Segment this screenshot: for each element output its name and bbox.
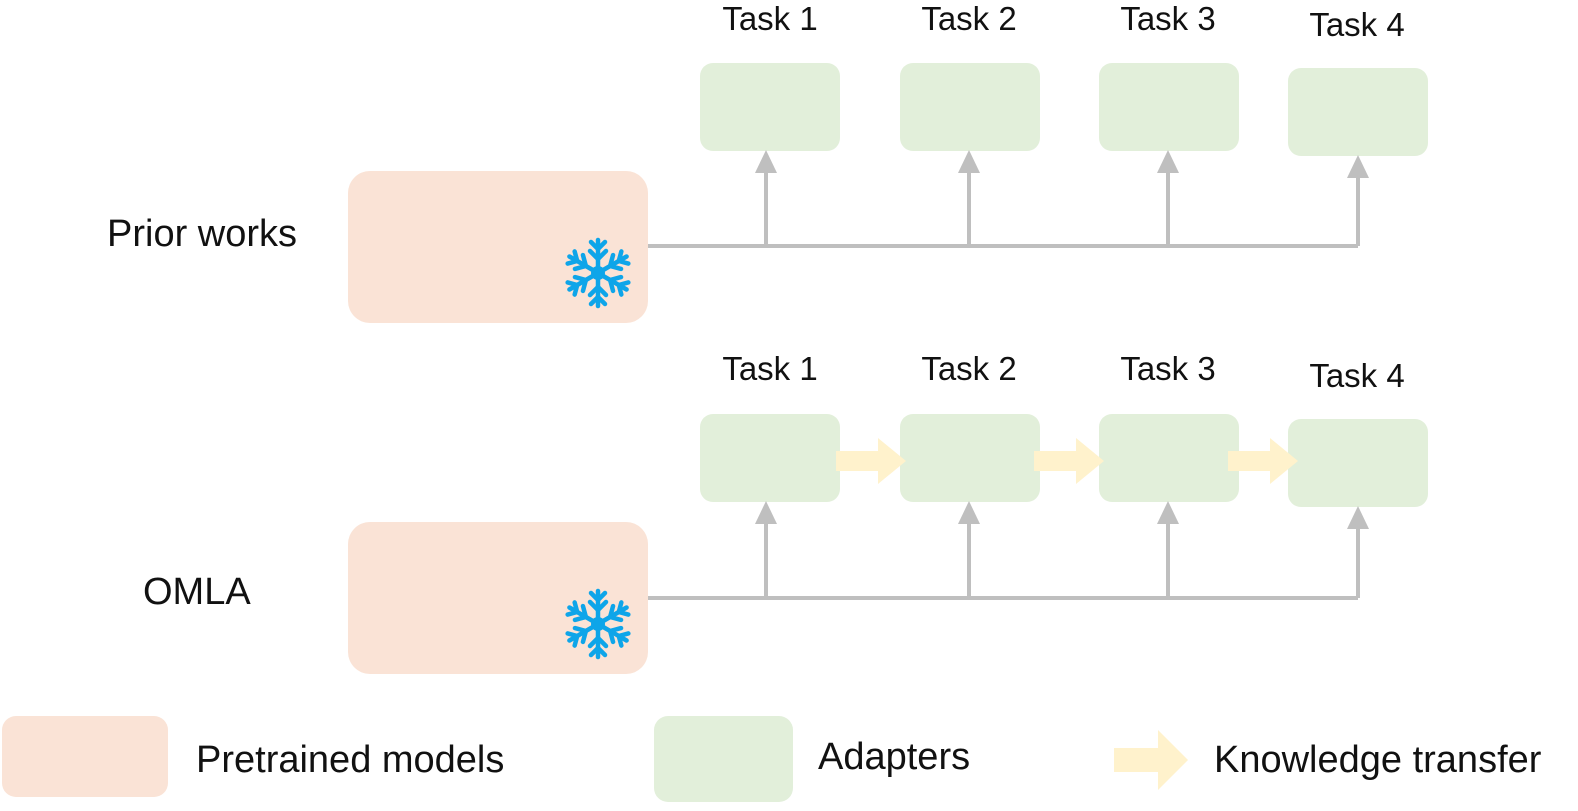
task-label: Task 1 — [722, 350, 818, 387]
legend-knowledge-arrow-icon — [1114, 730, 1188, 790]
adapter-box — [900, 414, 1040, 502]
adapter-box — [700, 63, 840, 151]
row-label-omla: OMLA — [143, 571, 251, 613]
task-label: Task 3 — [1120, 350, 1216, 387]
adapter-box — [1288, 419, 1428, 507]
knowledge-transfer-arrow-icon — [836, 438, 906, 484]
row2-connectors — [648, 521, 1360, 600]
task-label: Task 4 — [1309, 6, 1405, 43]
row1-arrowheads — [755, 150, 1369, 178]
adapter-box — [1099, 63, 1239, 151]
knowledge-transfer-arrow-icon — [1228, 438, 1298, 484]
adapter-box — [900, 63, 1040, 151]
arrowhead — [1347, 155, 1369, 178]
legend-adapter-swatch — [654, 716, 793, 802]
task-label: Task 3 — [1120, 0, 1216, 37]
adapter-box — [700, 414, 840, 502]
arrowhead — [958, 501, 980, 524]
arrowhead — [1347, 506, 1369, 529]
legend-adapters-label: Adapters — [818, 736, 971, 778]
task-label: Task 1 — [722, 0, 818, 37]
row2-arrowheads — [755, 501, 1369, 529]
arrowhead — [958, 150, 980, 173]
arrowhead — [755, 150, 777, 173]
legend-pretrained-label: Pretrained models — [196, 739, 505, 781]
snowflake-icon — [565, 240, 630, 306]
row1-connectors — [648, 170, 1360, 248]
row-label-prior-works: Prior works — [107, 213, 298, 255]
task-label: Task 2 — [921, 0, 1017, 37]
snowflake-icon — [565, 591, 630, 657]
adapter-box — [1288, 68, 1428, 156]
arrowhead — [755, 501, 777, 524]
legend-knowledge-label: Knowledge transfer — [1214, 739, 1542, 781]
knowledge-transfer-arrow-icon — [1034, 438, 1104, 484]
legend-pretrained-swatch — [2, 716, 168, 797]
task-label: Task 4 — [1309, 357, 1405, 394]
arrowhead — [1157, 150, 1179, 173]
arrowhead — [1157, 501, 1179, 524]
adapter-box — [1099, 414, 1239, 502]
task-label: Task 2 — [921, 350, 1017, 387]
